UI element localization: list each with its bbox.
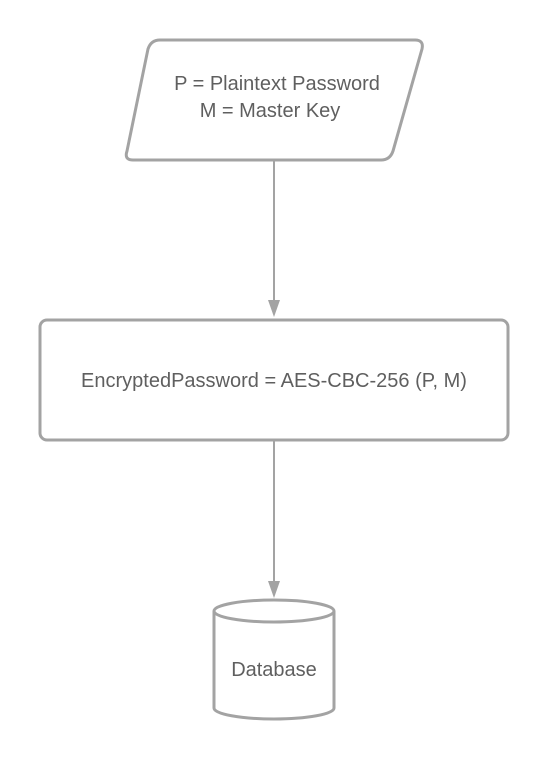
database-cylinder	[212, 598, 336, 721]
arrowhead	[268, 300, 280, 317]
database-label: Database	[231, 659, 317, 681]
process-label: EncryptedPassword = AES-CBC-256 (P, M)	[81, 370, 467, 392]
input-label-master-key: M = Master Key	[200, 100, 341, 122]
connector-input-to-process	[268, 161, 280, 317]
input-label-plaintext: P = Plaintext Password	[174, 73, 380, 95]
connector-process-to-storage	[268, 441, 280, 598]
process-box	[38, 318, 510, 442]
input-node: P = Plaintext Password M = Master Key	[124, 38, 424, 162]
storage-node: Database	[212, 598, 336, 721]
input-parallelogram	[124, 38, 424, 162]
arrowhead	[268, 581, 280, 598]
process-node: EncryptedPassword = AES-CBC-256 (P, M)	[38, 318, 510, 442]
database-cylinder-rim	[212, 610, 336, 624]
